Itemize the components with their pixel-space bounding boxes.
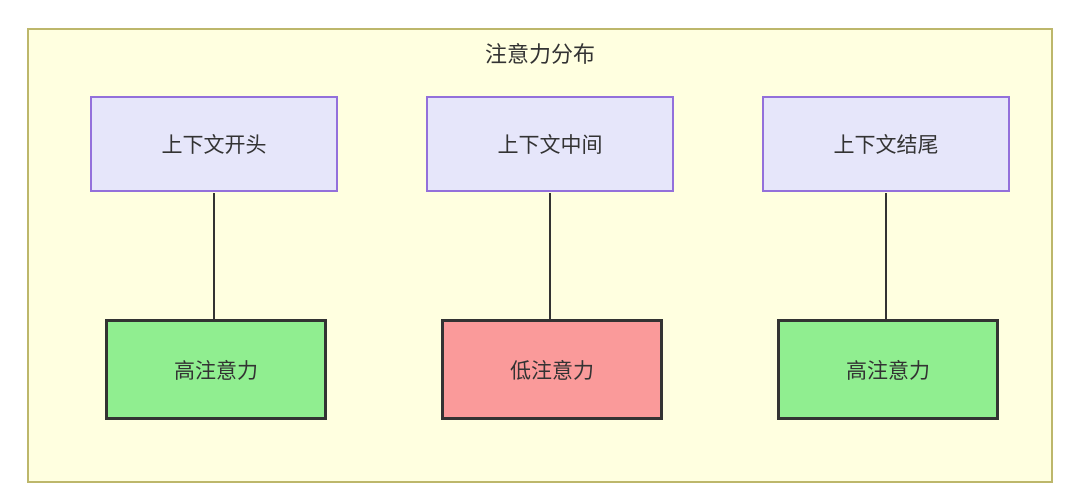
edge-line-column-2 <box>549 193 551 325</box>
node-context-middle[interactable]: 上下文中间 <box>426 96 674 192</box>
node-label: 低注意力 <box>510 359 594 383</box>
node-low-attention-middle[interactable]: 低注意力 <box>441 319 663 420</box>
node-context-beginning[interactable]: 上下文开头 <box>90 96 338 192</box>
node-context-end[interactable]: 上下文结尾 <box>762 96 1010 192</box>
diagram-title: 注意力分布 <box>484 42 595 67</box>
node-high-attention-beginning[interactable]: 高注意力 <box>105 319 327 420</box>
edge-line-column-1 <box>213 193 215 325</box>
node-label: 高注意力 <box>846 359 930 383</box>
node-label: 高注意力 <box>174 359 258 383</box>
edge-line-column-3 <box>885 193 887 325</box>
node-label: 上下文结尾 <box>833 134 939 157</box>
node-label: 上下文开头 <box>161 134 267 157</box>
attention-distribution-container: 注意力分布 上下文开头 高注意力 上下文中间 低注意力 上下文结尾 高注意力 <box>27 28 1053 483</box>
node-high-attention-end[interactable]: 高注意力 <box>777 319 999 420</box>
node-label: 上下文中间 <box>497 134 603 157</box>
